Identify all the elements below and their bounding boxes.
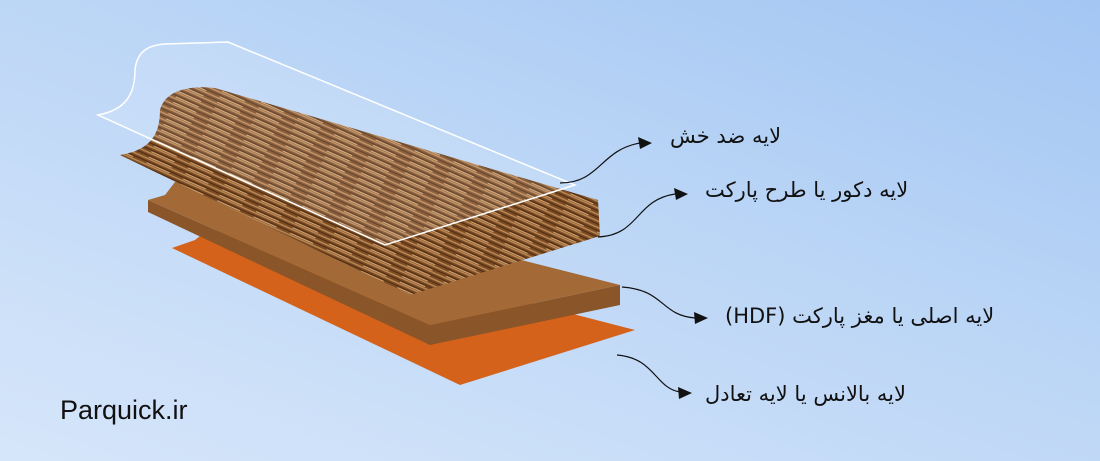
brand-text: Parquick.ir bbox=[60, 395, 188, 425]
label-scratch-layer: لایه ضد خش bbox=[670, 124, 782, 148]
hdf-layer-side bbox=[148, 200, 620, 345]
arrowhead-icon bbox=[638, 137, 652, 149]
arrow-decor bbox=[597, 193, 676, 238]
arrow-core bbox=[621, 286, 696, 319]
label-balance-layer: لایه بالانس یا لایه تعادل bbox=[705, 382, 906, 406]
arrow-balance bbox=[616, 354, 681, 393]
label-core-layer: لایه اصلی یا مغز پارکت (HDF) bbox=[725, 304, 995, 328]
arrowhead-icon bbox=[678, 387, 692, 399]
arrowhead-icon bbox=[674, 188, 688, 200]
arrow-scratch bbox=[559, 142, 641, 184]
label-decor-layer: لایه دکور یا طرح پارکت bbox=[705, 178, 909, 202]
scratch-resistant-layer bbox=[95, 41, 578, 246]
decor-layer bbox=[120, 87, 600, 295]
arrowhead-icon bbox=[694, 312, 708, 324]
